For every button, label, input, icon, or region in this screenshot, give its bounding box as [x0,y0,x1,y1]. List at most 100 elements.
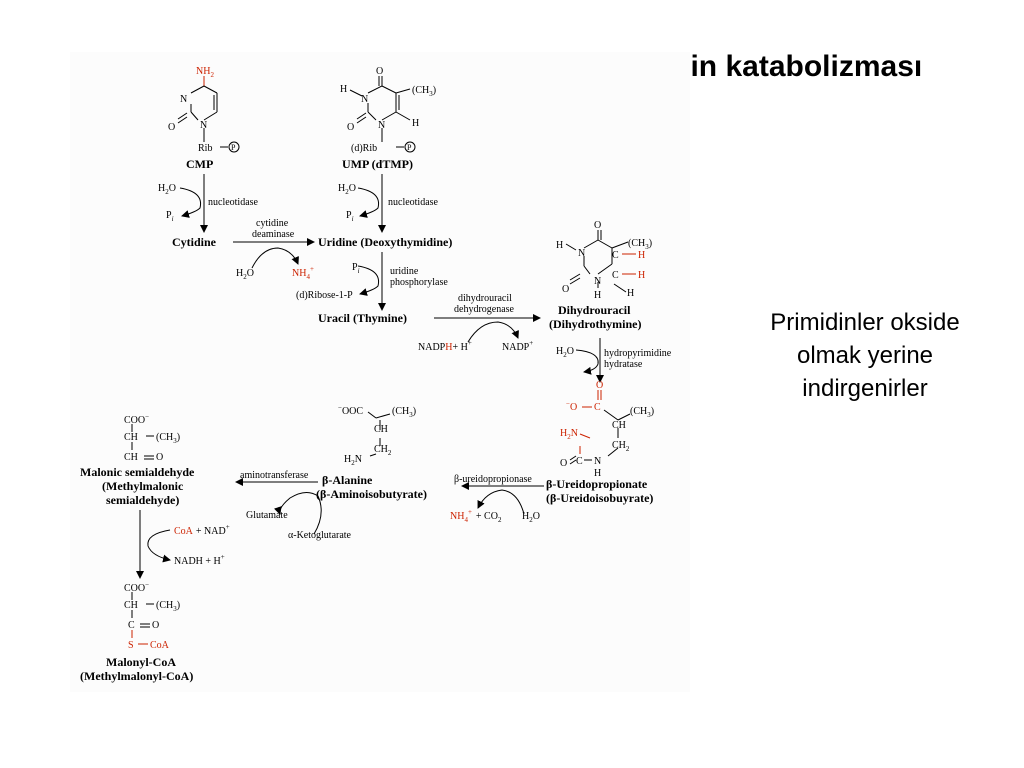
ump-name: UMP (dTMP) [342,157,413,171]
ureido-ch2-label: CH2 [612,440,630,453]
cmp-n1-label: N [200,120,207,131]
side-note-line: olmak yerine [796,342,934,369]
aminotransferase-label: aminotransferase [240,470,309,481]
cmp-name: CMP [186,157,213,171]
ump-o2-label: O [347,122,354,133]
ureidopropionate-structure [569,390,631,465]
malonic-semialdehyde-name: Malonic semialdehyde [80,465,195,479]
alanine-structure [367,411,391,457]
malonyl-coa-name: Malonyl-CoA [106,655,176,669]
coa-nad-label: CoA+ NAD+ [174,523,230,537]
dihydro-n3-label: N [578,248,585,259]
ump-methyl-label: (CH3) [412,85,436,98]
nadh-label: NADH + H+ [174,553,225,567]
step1-phosphate: Pi [166,210,174,223]
step2-water: H2O [338,183,356,196]
ureido-o-top-label: O [596,380,603,391]
ump-structure [349,76,416,153]
ump-n1-label: N [378,120,385,131]
ureidopropionate-name: β-Ureidopropionate [546,477,648,491]
cmp-structure [177,76,240,153]
glutamate-label: Glutamate [246,510,288,521]
dehydrogenase-label-1: dihydrouracil [458,293,512,304]
alanine-carboxylate-label: −OOC [338,404,363,417]
cmp-o-label: O [168,122,175,133]
ketoglutarate-label: α-Ketoglutarate [288,530,352,541]
cmp-n3-label: N [180,94,187,105]
deaminase-label-1: cytidine [256,218,289,229]
pathway-svg: NH2 N N O Rib P CMP O H N (CH3) O N H (d… [80,66,672,683]
malonyl-o-label: O [152,620,159,631]
alanine-name: β-Alanine [322,473,373,487]
alanine-amine-label: H2N [344,454,362,467]
ureidopropionase-cofactor-arrow [477,489,525,515]
aminotransferase-cofactor-arrow [273,492,322,535]
phosphorylase-label-2: phosphorylase [390,277,448,288]
hydratase-cofactor-arrow [575,349,599,375]
cmp-amino-label: NH2 [196,66,214,79]
dihydro-h-label: H [556,240,563,251]
dihydrouracil-structure [565,230,636,293]
deaminase-cofactor-arrow [251,247,299,269]
side-note: Primidinler okside olmak yerine indirgen… [740,306,990,405]
malonyl-s-label: S [128,640,134,651]
ureido-h-label: H [594,468,601,479]
uridine-name: Uridine (Deoxythymidine) [318,235,452,249]
ureido-c-label: C [576,456,583,467]
malonyl-methyl-label: (CH3) [156,600,180,613]
ribose-phosphate: (d)Ribose-1-P [296,290,353,301]
alanine-ch-label: CH [374,424,388,435]
malonic-ch-label: CH [124,432,138,443]
ump-n3-label: N [361,94,368,105]
semialdehyde-name: semialdehyde) [106,493,179,507]
dihydro-n1-label: N [594,276,601,287]
step2-enzyme: nucleotidase [388,197,439,208]
malonic-cho-o-label: O [156,452,163,463]
malonyl-coo-label: COO− [124,581,149,594]
malonyl-c-label: C [128,620,135,631]
ureido-carbonyl-c-label: C [594,402,601,413]
dehydrogenase-label-2: dehydrogenase [454,304,515,315]
pyrimidine-catabolism-diagram: NH2 N N O Rib P CMP O H N (CH3) O N H (d… [70,52,690,692]
dehydrogenase-cofactor-arrow [467,321,519,343]
ureido-amide-label: H2N [560,428,578,441]
dihydro-o2-label: O [562,284,569,295]
deaminase-water: H2O [236,268,254,281]
hydratase-label-2: hydratase [604,359,643,370]
side-note-line: Primidinler okside [770,309,960,336]
dihydro-methyl-label: (CH3) [628,238,652,251]
ureido-ch-label: CH [612,420,626,431]
step1-water: H2O [158,183,176,196]
dihydro-h5-label: H [638,250,645,261]
cmp-rib-label: Rib [198,143,212,154]
dihydro-c5-label: C [612,250,619,261]
alanine-ch2-label: CH2 [374,444,392,457]
step1-enzyme: nucleotidase [208,197,259,208]
deaminase-ammonium: NH4+ [292,265,314,281]
dihydrouracil-name: Dihydrouracil [558,303,631,317]
ureido-o-label: O [560,458,567,469]
cmp-cofactor-arrow [179,187,202,218]
side-note-line: indirgenirler [802,375,928,402]
dihydro-c6-label: C [612,270,619,281]
dihydro-h6b-label: H [627,288,634,299]
ump-cofactor-arrow [357,187,380,218]
ureidopropionase-water: H2O [522,511,540,524]
malonyl-ch-label: CH [124,600,138,611]
ureidopropionase-products: NH4++ CO2 [450,508,502,524]
dihydro-o4-label: O [594,220,601,231]
step2-phosphate: Pi [346,210,354,223]
methylmalonyl-coa-name: (Methylmalonyl-CoA) [80,669,193,683]
dihydrothymine-name: (Dihydrothymine) [549,317,641,331]
ump-h6-label: H [412,118,419,129]
phosphorylase-phosphate: Pi [352,262,360,275]
ump-rib-label: (d)Rib [351,143,377,154]
methylmalonic-name: (Methylmalonic [102,479,184,493]
dihydro-h1-label: H [594,290,601,301]
ump-o4-label: O [376,66,383,77]
alanine-methyl-label: (CH3) [392,406,416,419]
deaminase-label-2: deaminase [252,229,295,240]
malonyl-coa-label: CoA [150,640,170,651]
ureido-carboxylate-label: −O [566,400,577,413]
malonic-coo-label: COO− [124,413,149,426]
